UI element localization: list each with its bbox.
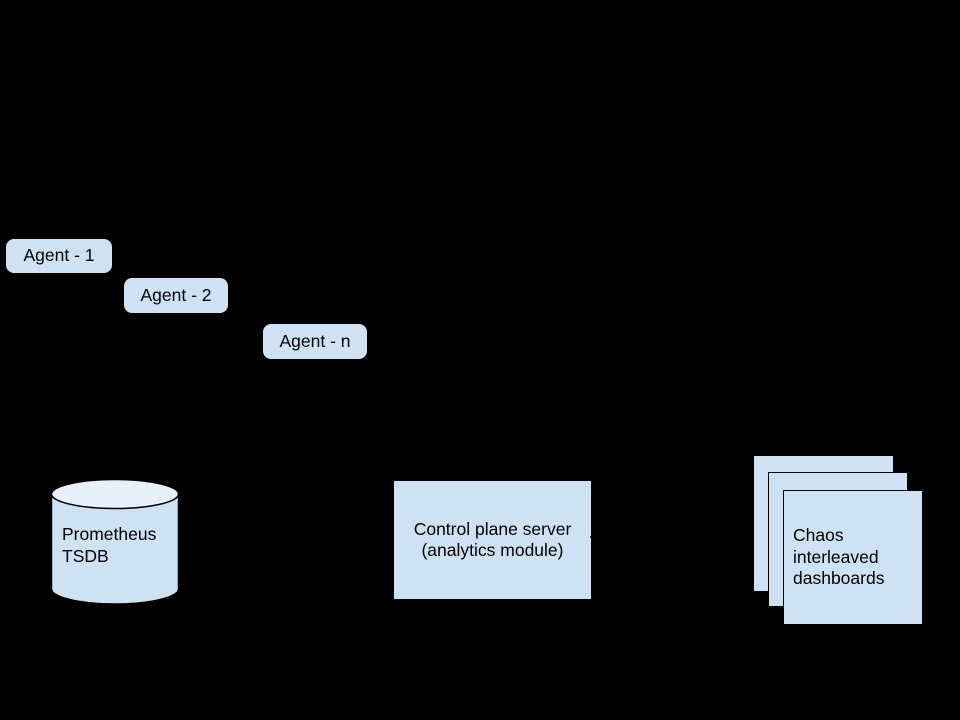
agent-1-label: Agent - 1 xyxy=(23,245,95,266)
agent-n-label: Agent - n xyxy=(279,330,351,351)
connector-arrow xyxy=(590,529,768,545)
agent-2-node: Agent - 2 xyxy=(124,278,228,313)
dashboards-label: Chaos interleaved dashboards xyxy=(793,525,885,589)
database-label: Prometheus TSDB xyxy=(62,524,157,566)
dashboard-card-front: Chaos interleaved dashboards xyxy=(783,490,923,625)
agent-1-node: Agent - 1 xyxy=(6,239,112,273)
cylinder-shape xyxy=(50,478,180,605)
prometheus-tsdb-cylinder: Prometheus TSDB xyxy=(50,478,180,605)
control-plane-server-node: Control plane server (analytics module) xyxy=(393,480,592,600)
control-plane-label: Control plane server (analytics module) xyxy=(413,518,572,561)
agent-n-node: Agent - n xyxy=(263,324,367,359)
agent-2-label: Agent - 2 xyxy=(140,284,212,305)
